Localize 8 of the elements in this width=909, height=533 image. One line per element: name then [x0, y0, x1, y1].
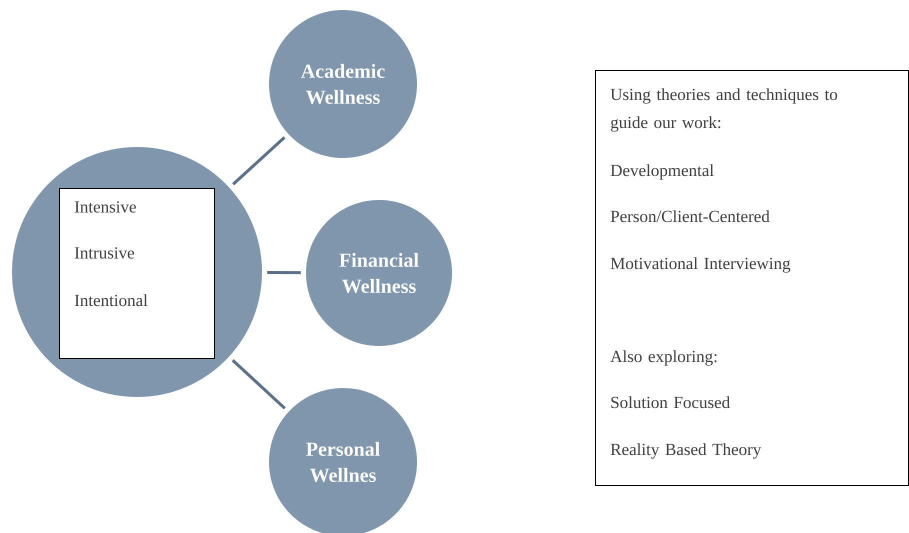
- connector-line: [232, 136, 286, 186]
- text-box: Intensive Intrusive Intentional: [59, 188, 215, 359]
- circle-label: Academic Wellness: [269, 10, 417, 158]
- circle-label: Personal Wellnes: [269, 388, 417, 533]
- connector-line: [267, 271, 301, 274]
- text-panel: Using theories and techniques to guide our work: Developmental Person/Client-Centered Motivational Interviewing Also exploring: Solution Focused Reality Based Theory: [595, 70, 909, 486]
- connector-line: [232, 359, 286, 410]
- circle-label: Financial Wellness: [306, 200, 452, 346]
